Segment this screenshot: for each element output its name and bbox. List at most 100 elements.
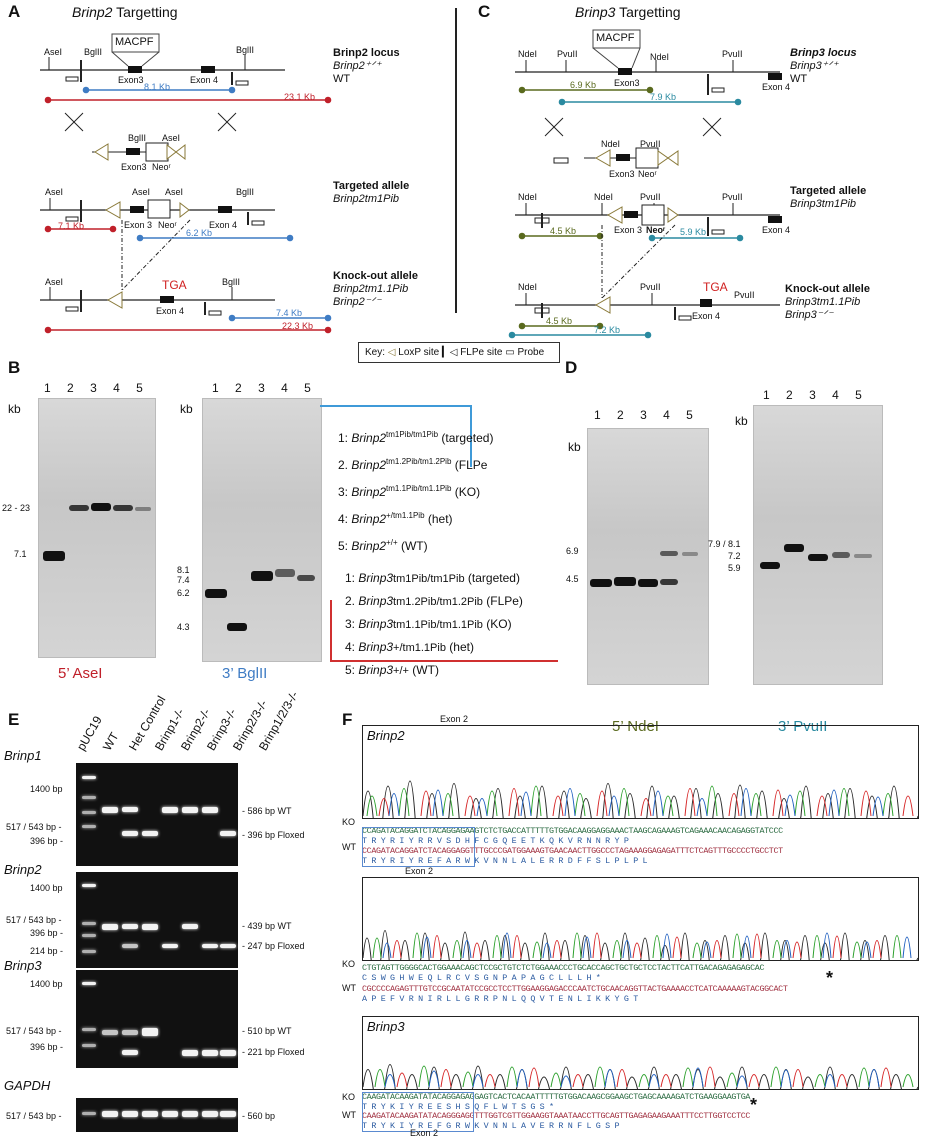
c-ko-ndei: NdeI [518, 282, 538, 292]
c-tg-pvuii-1: PvuII [640, 192, 661, 202]
f-stop-star-2: * [750, 1095, 758, 1115]
b-mark-6-2: 6.2 [177, 588, 190, 598]
key-loxp: LoxP site [398, 347, 440, 358]
panel-f-label: F [342, 710, 353, 729]
ko-red-distance: 22.3 Kb [282, 321, 314, 331]
c-wt-pvuii-1: PvuII [557, 49, 578, 59]
c-ko-pvuii-2: PvuII [734, 290, 755, 300]
f-seq-b2a-aa2: T R Y R I Y R E F A R W K V N N L A L E … [362, 856, 648, 866]
f-seq-b3-aa1: T R Y K I Y R E E S H S Q F L W T S G S … [362, 1102, 554, 1112]
key-probe: Probe [517, 347, 545, 358]
e2-right-floxed: - 247 bp Floxed [242, 941, 305, 951]
ko-tga-label: TGA [162, 278, 187, 292]
f-seq-b2a-ko: CCAGATACAGGATCTACAGGAGAAGTCTCTGACCATTTTT… [362, 826, 783, 836]
c-wt-pvuii-2: PvuII [722, 49, 743, 59]
tg-red-distance: 7.1 Kb [58, 221, 85, 231]
c-vec-pvuii: PvuII [640, 139, 661, 149]
c-wt-teal-dist: 7.9 Kb [650, 92, 677, 102]
e1-left-396: 396 bp - [30, 836, 64, 846]
e-gel-brinp1-name: Brinp1 [4, 748, 42, 763]
panel-c-title: Brinp3 Targetting [575, 4, 681, 20]
b-mark-4-3: 4.3 [177, 622, 190, 632]
f-wt-label-3: WT [342, 1110, 356, 1120]
f-exon2-label-1: Exon 2 [405, 866, 434, 876]
d-mark-7-2: 7.2 [728, 551, 741, 561]
b-gel-bglii [202, 398, 322, 662]
c-vec-exon3: Exon3 [609, 169, 635, 179]
f-brinp3-label: Brinp3 [367, 1019, 405, 1034]
c-wt-exon3: Exon3 [614, 78, 640, 88]
b-mark-7-4: 7.4 [177, 575, 190, 585]
e-gel-brinp2 [76, 872, 238, 968]
f-exon2-top: Exon 2 [440, 714, 469, 724]
f-exon2-box-2 [362, 1092, 474, 1132]
brinp3-targeting-diagram [508, 29, 782, 339]
c-ko-pvuii-1: PvuII [640, 282, 661, 292]
f-ko-label-1: KO [342, 817, 356, 827]
tg-bglii-label: BglII [236, 187, 255, 197]
d-gel-pvuii [753, 405, 883, 685]
wt-exon3-label: Exon3 [118, 75, 144, 85]
wt-red-distance: 23.1 Kb [284, 92, 316, 102]
e-gel-brinp2-name: Brinp2 [4, 862, 42, 877]
b-gel2-lanes: 1 2 3 4 5 [212, 381, 311, 395]
f-seq-b2a-aa1: T R Y R I Y R R V S D H F C G Q E E T K … [362, 836, 629, 846]
f-seq-b3-wt: CAAGATACAAGATATACAGGGAGGTTTGGTCGTTGGAAGG… [362, 1111, 751, 1121]
e-lane-labels: pUC19 WT Het Control Brinp1-/- Brinp2-/-… [74, 688, 302, 753]
probe-icon: ▭ [505, 347, 515, 358]
f-chrom-brinp2-1: Brinp2 [362, 725, 919, 819]
c-tg-exon3: Exon 3 [614, 225, 643, 235]
panel-divider [455, 8, 457, 313]
e3-left-396: 396 bp - [30, 1042, 64, 1052]
key-box: Key: ◁ LoxP site ▎◁ FLPe site ▭ Probe [358, 342, 560, 363]
panel-a-title: Brinp2 Targetting [72, 4, 178, 20]
b-mark-22-23: 22 - 23 [2, 503, 31, 513]
vec-neo-label: Neoʳ [152, 162, 171, 172]
f-chrom-brinp3: Brinp3 [362, 1016, 919, 1090]
ko-blue-distance: 7.4 Kb [276, 308, 303, 318]
e3-right-floxed: - 221 bp Floxed [242, 1047, 305, 1057]
tg-asei-label-1: AseI [45, 187, 64, 197]
tg-exon3-label: Exon 3 [124, 220, 153, 230]
f-chrom-brinp2-2 [362, 877, 919, 961]
panel-d-label: D [565, 358, 578, 377]
d-gel1-caption: 5’ NdeI [612, 718, 659, 735]
f-wt-label-1: WT [342, 842, 356, 852]
f-ko-label-3: KO [342, 1092, 356, 1102]
c-ko-teal-dist: 7.2 Kb [594, 325, 621, 335]
d-kb-1: kb [568, 440, 581, 454]
brinp2-targeting-diagram [40, 33, 332, 334]
f-seq-b2b-ko: CTGTAGTTGGGGCACTGGAAACAGCTCCGCTGTCTCTGGA… [362, 963, 765, 973]
e3-right-wt: - 510 bp WT [242, 1026, 292, 1036]
wt-blue-distance: 8.1 Kb [144, 82, 171, 92]
e1-right-wt: - 586 bp WT [242, 806, 292, 816]
c-tg-ndei-2: NdeI [594, 192, 614, 202]
c-wt-ndei-1: NdeI [518, 49, 538, 59]
key-flpe: FLPe site [460, 347, 503, 358]
tg-neo-label: Neoʳ [158, 220, 177, 230]
b-mark-8-1: 8.1 [177, 565, 190, 575]
f-stop-star-1: * [826, 968, 834, 988]
c-ko-exon4: Exon 4 [692, 311, 721, 321]
vec-exon3-label: Exon3 [121, 162, 147, 172]
e2-left-396: 396 bp - [30, 928, 64, 938]
d-mark-7-9-8-1: 7.9 / 8.1 [708, 539, 741, 549]
c-tg-pvuii-2: PvuII [722, 192, 743, 202]
e-gel-brinp1 [76, 763, 238, 866]
wt-bglii-label-2: BglII [236, 45, 255, 55]
f-exon2-box-1 [362, 827, 475, 867]
tg-blue-distance: 6.2 Kb [186, 228, 213, 238]
c-ko-green-dist: 4.5 Kb [546, 316, 573, 326]
loxp-icon: ◁ [387, 347, 396, 358]
c-wt-ndei-2: NdeI [650, 52, 670, 62]
tg-asei-label-2: AseI [132, 187, 151, 197]
f-trace-2 [363, 930, 918, 960]
c-tg-teal-dist: 5.9 Kb [680, 227, 707, 237]
brinp3-legend-bracket [330, 600, 558, 662]
